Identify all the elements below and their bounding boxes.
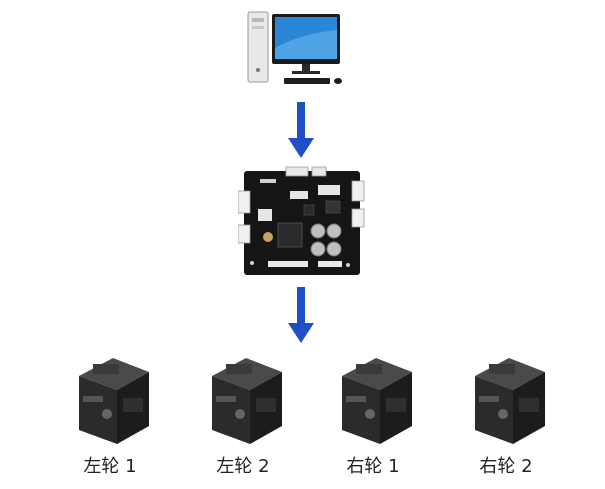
servo-motor-icon: [79, 358, 149, 444]
servo-motor-icon: [342, 358, 412, 444]
motor-label: 右轮 2: [479, 456, 533, 477]
control-board-icon: [238, 166, 365, 275]
desktop-computer-icon: [247, 11, 342, 84]
servo-motor-icon: [475, 358, 545, 444]
motor-label: 左轮 2: [216, 456, 270, 477]
motor-label: 右轮 1: [346, 456, 400, 477]
arrow-down-icon: [288, 287, 314, 343]
motor-label: 左轮 1: [83, 456, 137, 477]
arrow-down-icon: [288, 102, 314, 158]
servo-motor-icon: [212, 358, 282, 444]
